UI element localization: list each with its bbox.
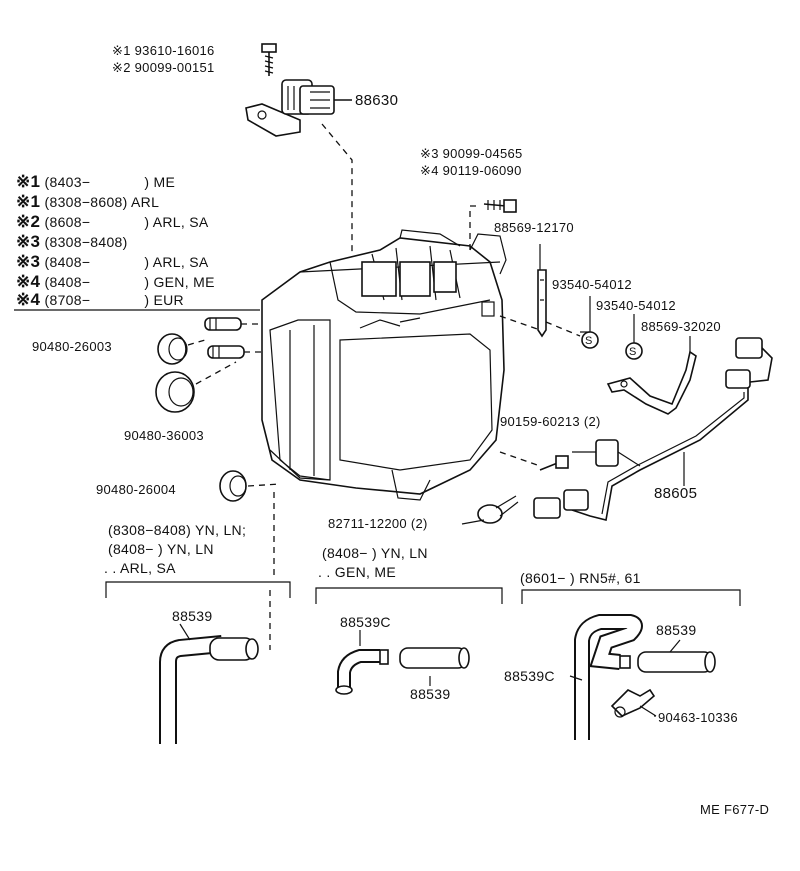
callout-88539C-b: 88539C (504, 668, 555, 684)
callout-88539-a: 88539 (172, 608, 213, 624)
callout-90119-06090: ※4 90119-06090 (420, 163, 522, 178)
app-row-1: ※1 (8403−) ME (16, 172, 176, 191)
callout-93610-16016: ※1 93610-16016 (112, 43, 215, 58)
callout-93540-54012-a: 93540-54012 (552, 277, 632, 292)
group3-line1: (8601− ) RN5#, 61 (520, 570, 641, 586)
group2-line1: (8408− ) YN, LN (322, 545, 428, 561)
group1-line1: (8308−8408) YN, LN; (108, 522, 247, 538)
callout-90480-26003: 90480-26003 (32, 339, 112, 354)
s-mark-b: S (629, 346, 637, 358)
s-mark-a: S (585, 335, 593, 347)
app-row-6: ※4 (8408−) GEN, ME (16, 272, 215, 291)
callout-90480-36003: 90480-36003 (124, 428, 204, 443)
app-row-3: ※2 (8608−) ARL, SA (16, 212, 209, 231)
heater-unit-icon (261, 229, 507, 501)
callout-90099-00151: ※2 90099-00151 (112, 60, 215, 75)
callout-88539-c: 88539 (656, 622, 697, 638)
sensor-bracket-icon (606, 350, 697, 415)
vacuum-valve-icon (245, 79, 352, 137)
callout-88630: 88630 (355, 92, 399, 109)
callout-88605: 88605 (654, 485, 698, 502)
hose-icon (574, 614, 716, 740)
sensor-icon (537, 269, 547, 338)
callout-88569-12170: 88569-12170 (494, 220, 574, 235)
wire-harness-icon (533, 337, 773, 521)
callout-90099-04565: ※3 90099-04565 (420, 146, 523, 161)
clamp-icon (477, 495, 519, 524)
callout-82711-12200: 82711-12200 (2) (328, 516, 428, 531)
screw-icon (539, 455, 569, 471)
callout-90159-60213: 90159-60213 (2) (500, 414, 601, 429)
bolt-icon (483, 199, 517, 213)
heater-pipe-icon (204, 317, 245, 359)
hose-icon (159, 635, 259, 744)
grommet-icon (155, 333, 247, 502)
callout-88539-b: 88539 (410, 686, 451, 702)
callout-88569-32020: 88569-32020 (641, 319, 721, 334)
app-row-4: ※3 (8308−8408) (16, 232, 128, 251)
cock-icon (610, 688, 656, 718)
group2-line2: . . GEN, ME (318, 564, 396, 580)
callout-88539C-a: 88539C (340, 614, 391, 630)
figure-code: ME F677-D (700, 802, 770, 817)
callout-93540-54012-b: 93540-54012 (596, 298, 676, 313)
screw-icon (261, 43, 277, 76)
callout-90480-26004: 90480-26004 (96, 482, 176, 497)
hose-icon (335, 647, 470, 695)
app-row-7: ※4 (8708−) EUR (16, 290, 184, 309)
callout-90463-10336: 90463-10336 (658, 710, 738, 725)
app-row-2: ※1 (8308−8608) ARL (16, 192, 160, 211)
app-row-5: ※3 (8408−) ARL, SA (16, 252, 209, 271)
group1-line2: (8408− ) YN, LN (108, 541, 214, 557)
group1-line3: . . ARL, SA (104, 560, 176, 576)
